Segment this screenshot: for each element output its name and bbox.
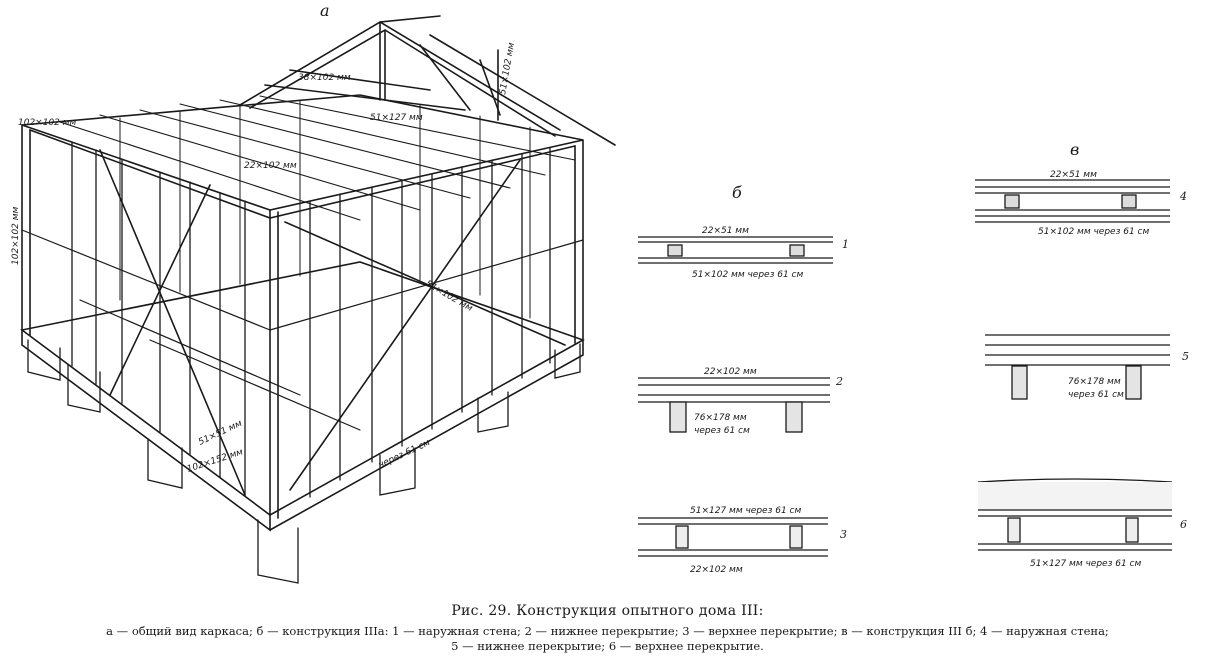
s3-number: 3	[840, 528, 847, 541]
dim-joist: 51×127 мм	[370, 113, 423, 123]
s3-top-dim: 51×127 мм через 61 см	[690, 506, 801, 516]
s6-bottom-dim: 51×127 мм через 61 см	[1030, 559, 1141, 569]
dim-beam-low: 51×102 мм	[424, 279, 475, 314]
frame-isometric-view	[20, 15, 616, 584]
s1-top-dim: 22×51 мм	[702, 226, 749, 236]
caption-line-1: а — общий вид каркаса; б — конструкция I…	[106, 624, 1109, 638]
dim-ridge: 51×102 мм	[498, 42, 517, 96]
caption-title: Рис. 29. Конструкция опытного дома III:	[451, 603, 764, 619]
section-5	[985, 334, 1170, 400]
s2-top-dim: 22×102 мм	[704, 367, 757, 377]
s1-bottom-dim: 51×102 мм через 61 см	[692, 270, 803, 280]
view-label-a: а	[320, 1, 330, 20]
s4-number: 4	[1179, 190, 1187, 203]
dim-rafter: 38×102 мм	[298, 73, 351, 83]
s6-number: 6	[1180, 518, 1187, 531]
s4-bottom-dim: 51×102 мм через 61 см	[1038, 227, 1149, 237]
dim-sill: 102×152 мм	[186, 447, 245, 475]
figure-drawing: а 102×102 мм 102×102 мм 51×102 мм 38×102…	[11, 1, 1189, 584]
dim-post-side: 102×102 мм	[11, 206, 21, 265]
s4-top-dim: 22×51 мм	[1050, 170, 1097, 180]
s2-bottom-dim-2: через 61 см	[694, 426, 750, 436]
s3-bottom-dim: 22×102 мм	[690, 565, 743, 575]
s2-number: 2	[835, 375, 843, 388]
dim-top: 22×102 мм	[244, 161, 297, 171]
s5-bottom-dim-1: 76×178 мм	[1068, 377, 1121, 387]
section-4	[975, 179, 1170, 223]
view-label-b: б	[732, 183, 742, 202]
foundation-piers	[27, 339, 581, 584]
s5-bottom-dim-2: через 61 см	[1068, 390, 1124, 400]
s2-bottom-dim-1: 76×178 мм	[694, 413, 747, 423]
caption-line-2: 5 — нижнее перекрытие; 6 — верхнее перек…	[451, 639, 764, 653]
section-2	[638, 377, 830, 433]
view-label-v: в	[1070, 140, 1079, 159]
section-6	[977, 478, 1173, 551]
section-3	[638, 517, 828, 557]
dim-spacing: через 61 см	[377, 438, 432, 471]
s1-number: 1	[842, 238, 849, 251]
dim-post-top: 102×102 мм	[18, 118, 77, 128]
s5-number: 5	[1182, 350, 1189, 363]
section-1	[638, 236, 833, 264]
